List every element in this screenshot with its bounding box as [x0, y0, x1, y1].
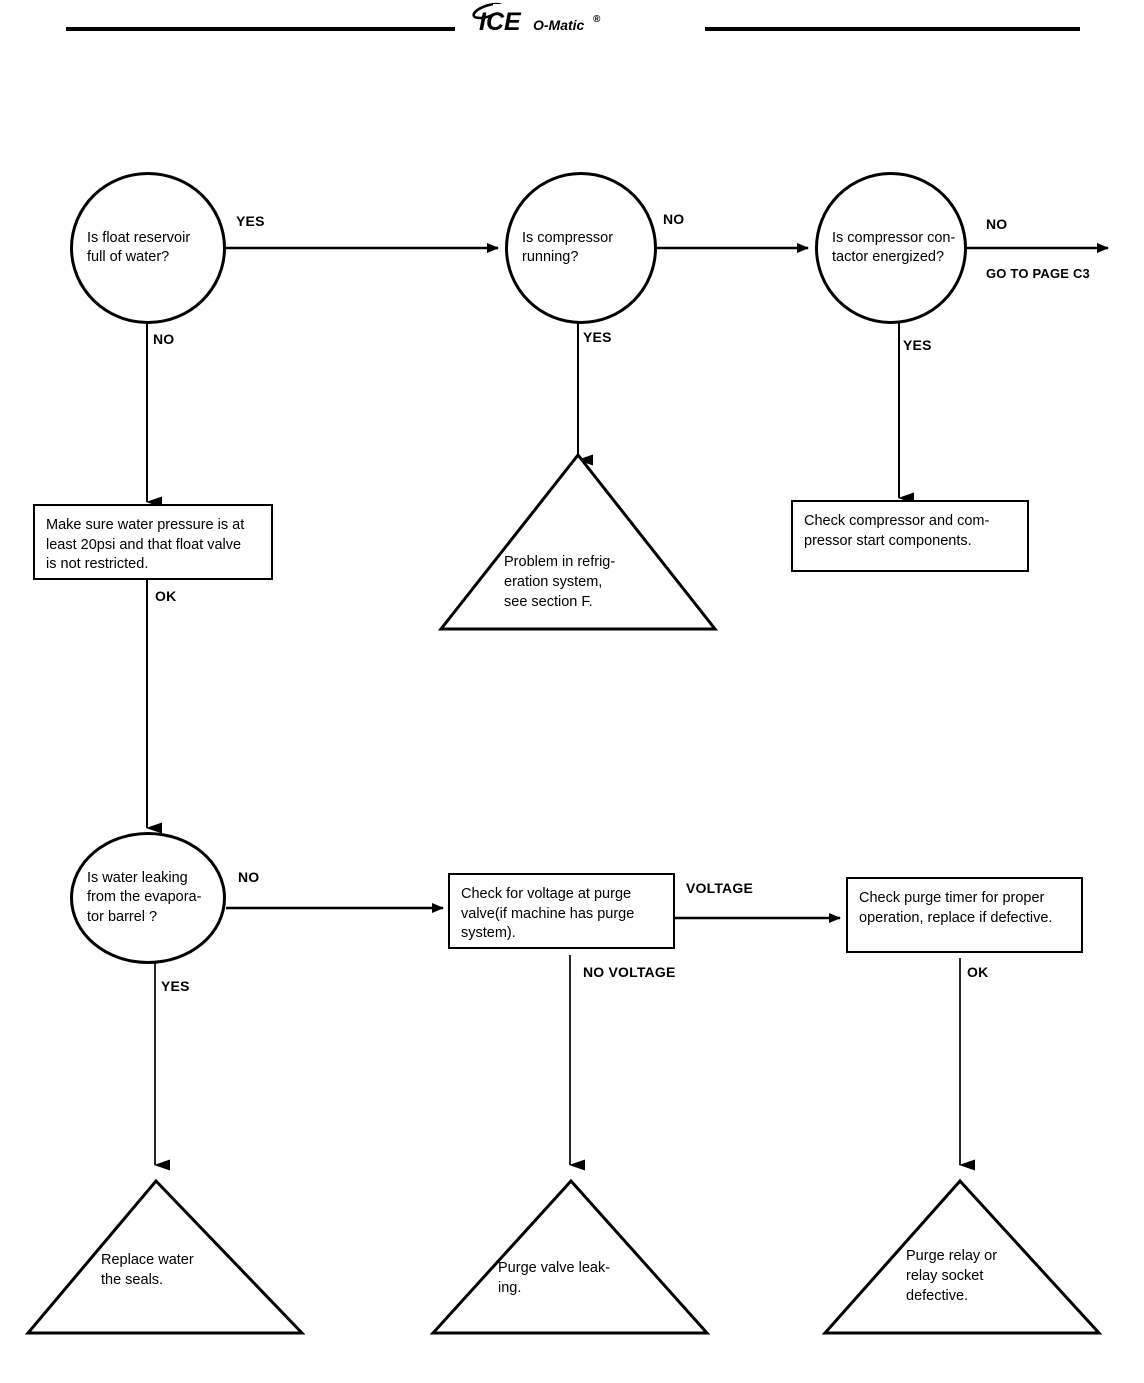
node-label: Check purge timer for proper operation, …	[859, 890, 1053, 926]
node-label: Check compressor and com- pressor start …	[804, 513, 990, 549]
node-label: Is water leaking from the evapora- tor b…	[87, 870, 202, 925]
edge-label-pressure-ok: OK	[155, 588, 177, 604]
edge-label-leaking-no: NO	[238, 869, 260, 885]
svg-text:O-Matic: O-Matic	[533, 17, 585, 33]
node-label: Purge relay or relay socket defective.	[906, 1248, 998, 1304]
node-purge-relay-or-socket-defective[interactable]: Purge relay or relay socket defective.	[822, 1178, 1102, 1336]
node-label: Problem in refrig- eration system, see s…	[504, 554, 616, 610]
node-is-water-leaking-evaporator-barrel[interactable]: Is water leaking from the evapora- tor b…	[70, 832, 226, 964]
edge-label-contactor-no: NO	[986, 216, 1008, 232]
node-make-sure-water-pressure[interactable]: Make sure water pressure is at least 20p…	[33, 504, 273, 580]
node-check-compressor-and-start-components[interactable]: Check compressor and com- pressor start …	[791, 500, 1029, 572]
edge-label-purge-no-voltage: NO VOLTAGE	[583, 964, 676, 980]
edge-label-purge-voltage: VOLTAGE	[686, 880, 753, 896]
node-is-compressor-running[interactable]: Is compressor running?	[505, 172, 657, 324]
svg-text:ICE: ICE	[479, 8, 522, 34]
node-label: Check for voltage at purge valve(if mach…	[461, 886, 635, 942]
node-purge-valve-leaking[interactable]: Purge valve leak- ing.	[430, 1178, 710, 1336]
node-is-compressor-contactor-energized[interactable]: Is compressor con- tactor energized?	[815, 172, 967, 324]
edge-label-float-no: NO	[153, 331, 175, 347]
node-label: Is float reservoir full of water?	[87, 229, 191, 265]
edge-label-contactor-yes: YES	[903, 337, 932, 353]
edge-label-leaking-yes: YES	[161, 978, 190, 994]
edge-label-compressor-no: NO	[663, 211, 685, 227]
edge-label-timer-ok: OK	[967, 964, 989, 980]
node-label: Replace water the seals.	[101, 1252, 194, 1288]
edge-label-compressor-yes: YES	[583, 329, 612, 345]
node-replace-water-seals[interactable]: Replace water the seals.	[25, 1178, 305, 1336]
node-is-float-reservoir-full[interactable]: Is float reservoir full of water?	[70, 172, 226, 324]
node-check-for-voltage-at-purge-valve[interactable]: Check for voltage at purge valve(if mach…	[448, 873, 675, 949]
edge-label-goto-page-c3: GO TO PAGE C3	[986, 266, 1090, 281]
node-label: Is compressor con- tactor energized?	[832, 229, 956, 265]
node-problem-in-refrigeration-system[interactable]: Problem in refrig- eration system, see s…	[438, 452, 718, 632]
node-label: Make sure water pressure is at least 20p…	[46, 517, 245, 573]
node-check-purge-timer[interactable]: Check purge timer for proper operation, …	[846, 877, 1083, 953]
svg-text:®: ®	[593, 14, 601, 25]
ice-o-matic-logo: ICE O-Matic ®	[455, 2, 705, 34]
node-label: Purge valve leak- ing.	[498, 1260, 611, 1296]
edge-label-float-yes: YES	[236, 213, 265, 229]
node-label: Is compressor running?	[522, 229, 614, 265]
